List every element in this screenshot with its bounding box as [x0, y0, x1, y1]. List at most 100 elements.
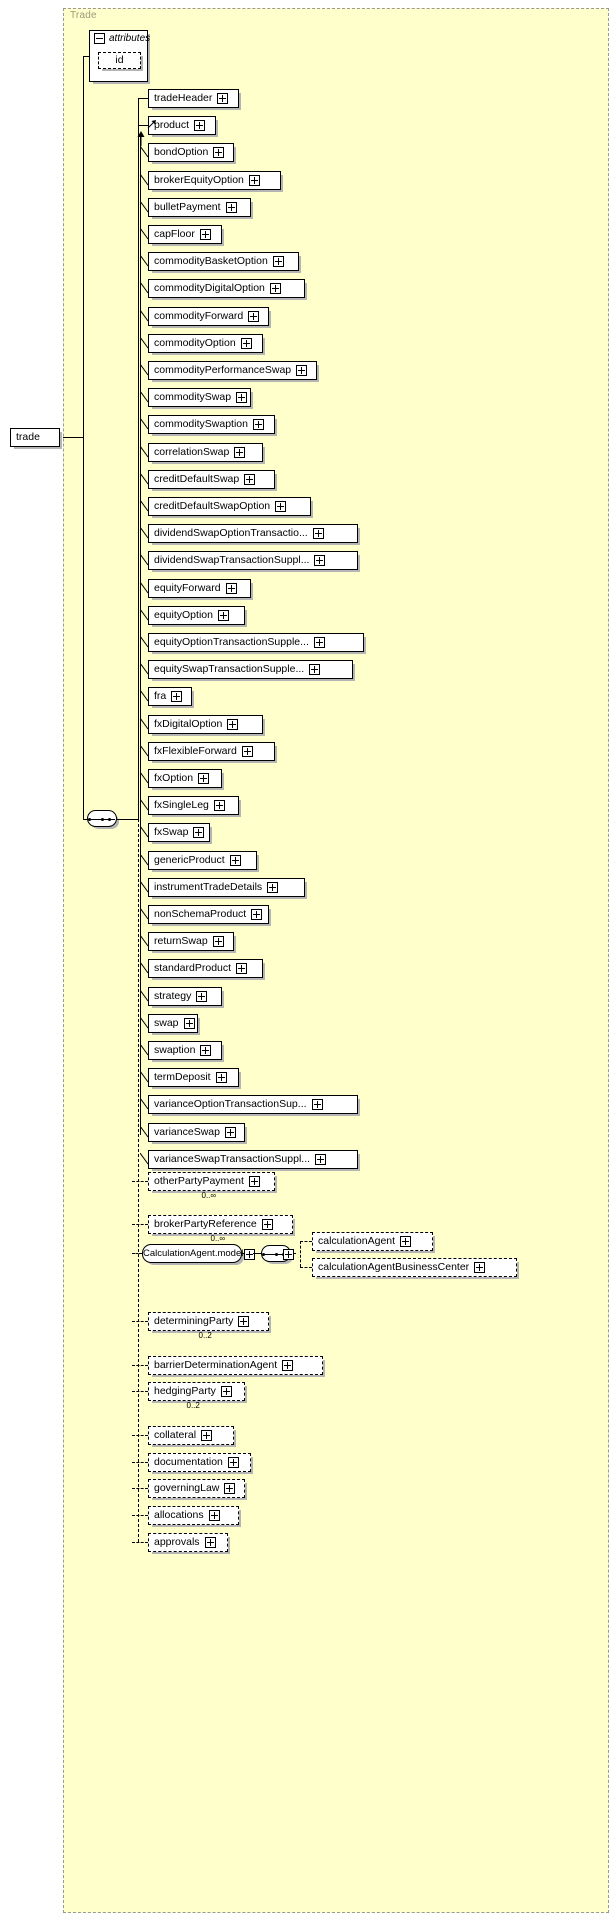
expand-plus-icon[interactable] — [225, 582, 237, 594]
expand-plus-icon[interactable] — [225, 201, 237, 213]
node-calculationagentbusinesscenter[interactable]: calculationAgentBusinessCenter — [312, 1258, 517, 1277]
node-fra[interactable]: fra — [148, 687, 192, 706]
expand-plus-icon[interactable] — [200, 1044, 212, 1056]
node-dividendswaptransactionsuppl-[interactable]: dividendSwapTransactionSuppl... — [148, 551, 358, 570]
node-commodityforward[interactable]: commodityForward — [148, 307, 269, 326]
expand-plus-icon[interactable] — [272, 255, 284, 267]
node-brokerequityoption[interactable]: brokerEquityOption — [148, 171, 281, 190]
expand-plus-icon[interactable] — [215, 1071, 227, 1083]
node-creditdefaultswapoption[interactable]: creditDefaultSwapOption — [148, 497, 311, 516]
attribute-id[interactable]: id — [98, 52, 141, 69]
attributes-header[interactable]: attributes — [90, 31, 150, 48]
node-commodityswap[interactable]: commoditySwap — [148, 388, 251, 407]
expand-plus-icon[interactable] — [208, 1509, 220, 1521]
node-equityoption[interactable]: equityOption — [148, 606, 245, 625]
node-equityswaptransactionsupple-[interactable]: equitySwapTransactionSupple... — [148, 660, 353, 679]
node-calculationagent[interactable]: calculationAgent — [312, 1232, 433, 1251]
collapse-minus-icon[interactable] — [94, 32, 105, 44]
node-barrierdeterminationagent[interactable]: barrierDeterminationAgent — [148, 1356, 323, 1375]
node-varianceoptiontransactionsup-[interactable]: varianceOptionTransactionSup... — [148, 1095, 358, 1114]
expand-plus-icon[interactable] — [248, 174, 260, 186]
node-fxflexibleforward[interactable]: fxFlexibleForward — [148, 742, 275, 761]
expand-plus-icon[interactable] — [238, 1315, 250, 1327]
expand-plus-icon[interactable] — [217, 92, 229, 104]
node-commodityperformanceswap[interactable]: commodityPerformanceSwap — [148, 361, 317, 380]
expand-plus-icon[interactable] — [267, 881, 279, 893]
node-varianceswap[interactable]: varianceSwap — [148, 1123, 245, 1142]
node-standardproduct[interactable]: standardProduct — [148, 959, 263, 978]
expand-plus-icon[interactable] — [248, 310, 260, 322]
node-fxsingleleg[interactable]: fxSingleLeg — [148, 796, 239, 815]
expand-plus-icon[interactable] — [311, 1098, 323, 1110]
expand-plus-icon[interactable] — [224, 1126, 236, 1138]
expand-plus-icon[interactable] — [201, 1429, 213, 1441]
expand-plus-icon[interactable] — [199, 228, 211, 240]
node-tradeheader[interactable]: tradeHeader — [148, 89, 239, 108]
node-determiningparty[interactable]: determiningParty — [148, 1312, 269, 1331]
node-fxswap[interactable]: fxSwap — [148, 823, 210, 842]
node-fxdigitaloption[interactable]: fxDigitalOption — [148, 715, 263, 734]
expand-plus-icon[interactable] — [269, 282, 281, 294]
expand-plus-icon[interactable] — [283, 1249, 294, 1260]
node-commodityswaption[interactable]: commoditySwaption — [148, 415, 275, 434]
expand-plus-icon[interactable] — [251, 908, 263, 920]
model-group-calculationagent[interactable]: CalculationAgent.model — [142, 1244, 243, 1263]
expand-plus-icon[interactable] — [229, 854, 241, 866]
node-nonschemaproduct[interactable]: nonSchemaProduct — [148, 905, 269, 924]
expand-plus-icon[interactable] — [236, 962, 248, 974]
node-dividendswapoptiontransactio-[interactable]: dividendSwapOptionTransactio... — [148, 524, 358, 543]
expand-plus-icon[interactable] — [193, 826, 205, 838]
node-bulletpayment[interactable]: bulletPayment — [148, 198, 251, 217]
node-approvals[interactable]: approvals — [148, 1533, 228, 1552]
node-varianceswaptransactionsuppl-[interactable]: varianceSwapTransactionSuppl... — [148, 1150, 358, 1169]
node-product[interactable]: product — [148, 116, 216, 135]
node-correlationswap[interactable]: correlationSwap — [148, 443, 263, 462]
expand-plus-icon[interactable] — [217, 609, 229, 621]
node-documentation[interactable]: documentation — [148, 1453, 251, 1472]
expand-plus-icon[interactable] — [252, 418, 264, 430]
expand-plus-icon[interactable] — [227, 1456, 239, 1468]
expand-plus-icon[interactable] — [248, 1175, 260, 1187]
node-capfloor[interactable]: capFloor — [148, 225, 222, 244]
expand-plus-icon[interactable] — [313, 636, 325, 648]
expand-plus-icon[interactable] — [213, 799, 225, 811]
expand-plus-icon[interactable] — [224, 1482, 236, 1494]
node-governinglaw[interactable]: governingLaw — [148, 1479, 245, 1498]
expand-plus-icon[interactable] — [282, 1359, 294, 1371]
node-strategy[interactable]: strategy — [148, 987, 222, 1006]
expand-plus-icon[interactable] — [220, 1385, 232, 1397]
node-bondoption[interactable]: bondOption — [148, 143, 234, 162]
expand-plus-icon[interactable] — [315, 1153, 327, 1165]
expand-plus-icon[interactable] — [400, 1235, 412, 1247]
node-otherpartypayment[interactable]: otherPartyPayment — [148, 1172, 275, 1191]
expand-plus-icon[interactable] — [312, 527, 324, 539]
node-equityforward[interactable]: equityForward — [148, 579, 251, 598]
node-hedgingparty[interactable]: hedgingParty — [148, 1382, 245, 1401]
node-swap[interactable]: swap — [148, 1014, 198, 1033]
node-returnswap[interactable]: returnSwap — [148, 932, 234, 951]
node-creditdefaultswap[interactable]: creditDefaultSwap — [148, 470, 275, 489]
node-instrumenttradedetails[interactable]: instrumentTradeDetails — [148, 878, 305, 897]
expand-plus-icon[interactable] — [227, 718, 239, 730]
root-element-trade[interactable]: trade — [10, 428, 60, 447]
node-fxoption[interactable]: fxOption — [148, 769, 222, 788]
node-brokerpartyreference[interactable]: brokerPartyReference — [148, 1215, 293, 1234]
node-equityoptiontransactionsupple-[interactable]: equityOptionTransactionSupple... — [148, 633, 364, 652]
node-commodityoption[interactable]: commodityOption — [148, 334, 263, 353]
expand-plus-icon[interactable] — [204, 1536, 216, 1548]
node-genericproduct[interactable]: genericProduct — [148, 851, 257, 870]
expand-plus-icon[interactable] — [198, 772, 210, 784]
expand-plus-icon[interactable] — [314, 554, 326, 566]
node-commoditydigitaloption[interactable]: commodityDigitalOption — [148, 279, 305, 298]
expand-plus-icon[interactable] — [275, 500, 287, 512]
expand-plus-icon[interactable] — [236, 391, 248, 403]
expand-plus-icon[interactable] — [171, 690, 183, 702]
expand-plus-icon[interactable] — [244, 1249, 255, 1260]
expand-plus-icon[interactable] — [212, 935, 224, 947]
expand-plus-icon[interactable] — [213, 146, 225, 158]
expand-plus-icon[interactable] — [196, 990, 208, 1002]
expand-plus-icon[interactable] — [241, 745, 253, 757]
expand-plus-icon[interactable] — [244, 473, 256, 485]
expand-plus-icon[interactable] — [234, 446, 246, 458]
node-swaption[interactable]: swaption — [148, 1041, 222, 1060]
